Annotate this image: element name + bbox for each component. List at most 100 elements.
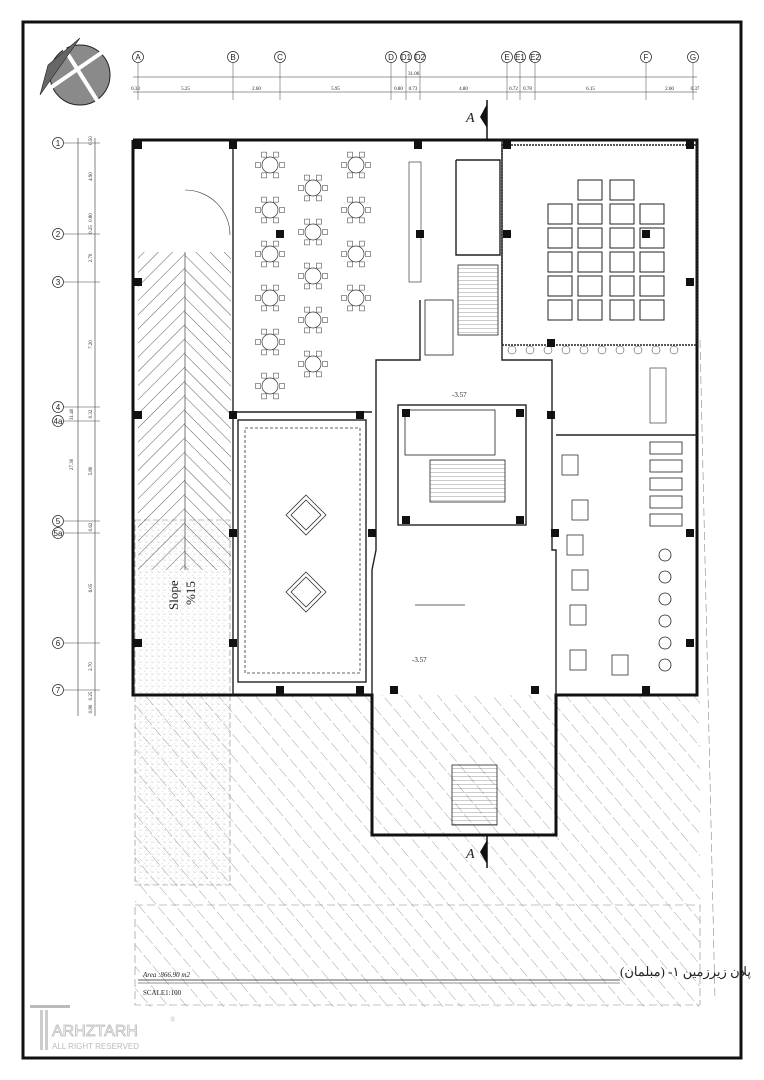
chair xyxy=(347,240,353,247)
chair xyxy=(347,196,353,203)
chair xyxy=(359,217,365,224)
chair xyxy=(322,229,328,235)
slope-value: %15 xyxy=(183,581,198,605)
svg-text:A: A xyxy=(465,111,475,126)
logo-registered-mark: ® xyxy=(170,1016,176,1024)
chair xyxy=(304,218,310,225)
sink xyxy=(615,345,625,355)
column xyxy=(390,686,398,694)
column xyxy=(229,639,237,647)
column xyxy=(686,639,694,647)
ramp-hatch-left xyxy=(138,252,185,570)
chair xyxy=(322,361,328,367)
chair xyxy=(298,229,304,235)
chair xyxy=(359,305,365,312)
chair xyxy=(316,283,322,290)
table-top xyxy=(261,377,279,395)
chair xyxy=(273,393,279,400)
grid-label-B: B xyxy=(230,53,235,62)
chair xyxy=(316,350,322,357)
chair xyxy=(255,251,261,257)
column xyxy=(368,529,376,537)
grid-bubble-D xyxy=(385,51,397,63)
sink xyxy=(543,345,553,355)
slope-label: Slope xyxy=(166,580,181,610)
grid-bubble-2 xyxy=(52,228,64,240)
grid-label-5a: 5a xyxy=(54,529,63,538)
scale-label: SCALE1:100 xyxy=(143,989,182,997)
dim-vertical-segment: 0.50 xyxy=(89,136,94,145)
grid-bubble-D1 xyxy=(400,51,412,63)
column xyxy=(402,409,410,417)
chair xyxy=(365,207,371,213)
column xyxy=(547,339,555,347)
chair xyxy=(279,251,285,257)
gym-machine xyxy=(569,604,587,626)
table-top xyxy=(261,333,279,351)
gym-machine xyxy=(611,654,629,676)
dim-horizontal-segment: 5.25 xyxy=(181,87,190,92)
round-table xyxy=(341,284,371,312)
grid-label-4a: 4a xyxy=(54,417,63,426)
toilet-cubicle xyxy=(547,227,573,249)
column xyxy=(229,411,237,419)
section-mark-top: A xyxy=(465,100,488,140)
column xyxy=(503,230,511,238)
table-top xyxy=(304,355,322,373)
north-arrow-icon xyxy=(38,37,122,107)
dim-total-vertical-outer: 27.30 xyxy=(70,458,75,470)
stair-upper xyxy=(457,264,499,336)
toilet-cubicle xyxy=(547,203,573,225)
sink xyxy=(579,345,589,355)
column xyxy=(414,141,422,149)
chair xyxy=(261,217,267,224)
chair xyxy=(316,174,322,181)
round-table xyxy=(255,196,285,224)
column xyxy=(686,278,694,286)
chair xyxy=(365,162,371,168)
round-table xyxy=(255,372,285,400)
chair xyxy=(273,240,279,247)
grid-bubble-4 xyxy=(52,401,64,413)
round-table xyxy=(255,240,285,268)
exercise-bike xyxy=(658,614,672,628)
dim-horizontal-segment: 0.72 xyxy=(509,87,518,92)
chair xyxy=(347,305,353,312)
sink xyxy=(507,345,517,355)
column xyxy=(642,230,650,238)
table-top xyxy=(304,179,322,197)
grid-label-3: 3 xyxy=(56,278,61,287)
chair xyxy=(261,349,267,356)
chair xyxy=(273,328,279,335)
grid-label-A: A xyxy=(135,53,141,62)
chair xyxy=(347,261,353,268)
dimension-lines xyxy=(77,76,697,716)
toilet-cubicle xyxy=(547,251,573,273)
toilet-cubicle xyxy=(609,227,635,249)
grid-bubble-G xyxy=(687,51,699,63)
gym-equipment xyxy=(561,441,683,676)
gym-machine xyxy=(566,534,584,556)
sheet-border xyxy=(21,20,743,1060)
chair xyxy=(316,195,322,202)
chair xyxy=(261,284,267,291)
grid-bubble-F xyxy=(640,51,652,63)
column xyxy=(134,141,142,149)
dim-vertical-segment: 2.70 xyxy=(89,662,94,671)
chair xyxy=(261,328,267,335)
toilet-cubicle xyxy=(577,203,603,225)
level-lower: -3.57 xyxy=(412,656,427,664)
chair xyxy=(255,383,261,389)
chair xyxy=(322,273,328,279)
dim-horizontal-segment: 5.95 xyxy=(331,87,340,92)
round-table xyxy=(341,151,371,179)
dim-horizontal-segment: 0.78 xyxy=(523,87,532,92)
chair xyxy=(316,218,322,225)
chair xyxy=(304,195,310,202)
dim-horizontal-segment: 0.80 xyxy=(394,87,403,92)
grid-bubble-C xyxy=(274,51,286,63)
restaurant-tables xyxy=(255,151,371,400)
chair xyxy=(347,172,353,179)
round-table xyxy=(298,350,328,378)
